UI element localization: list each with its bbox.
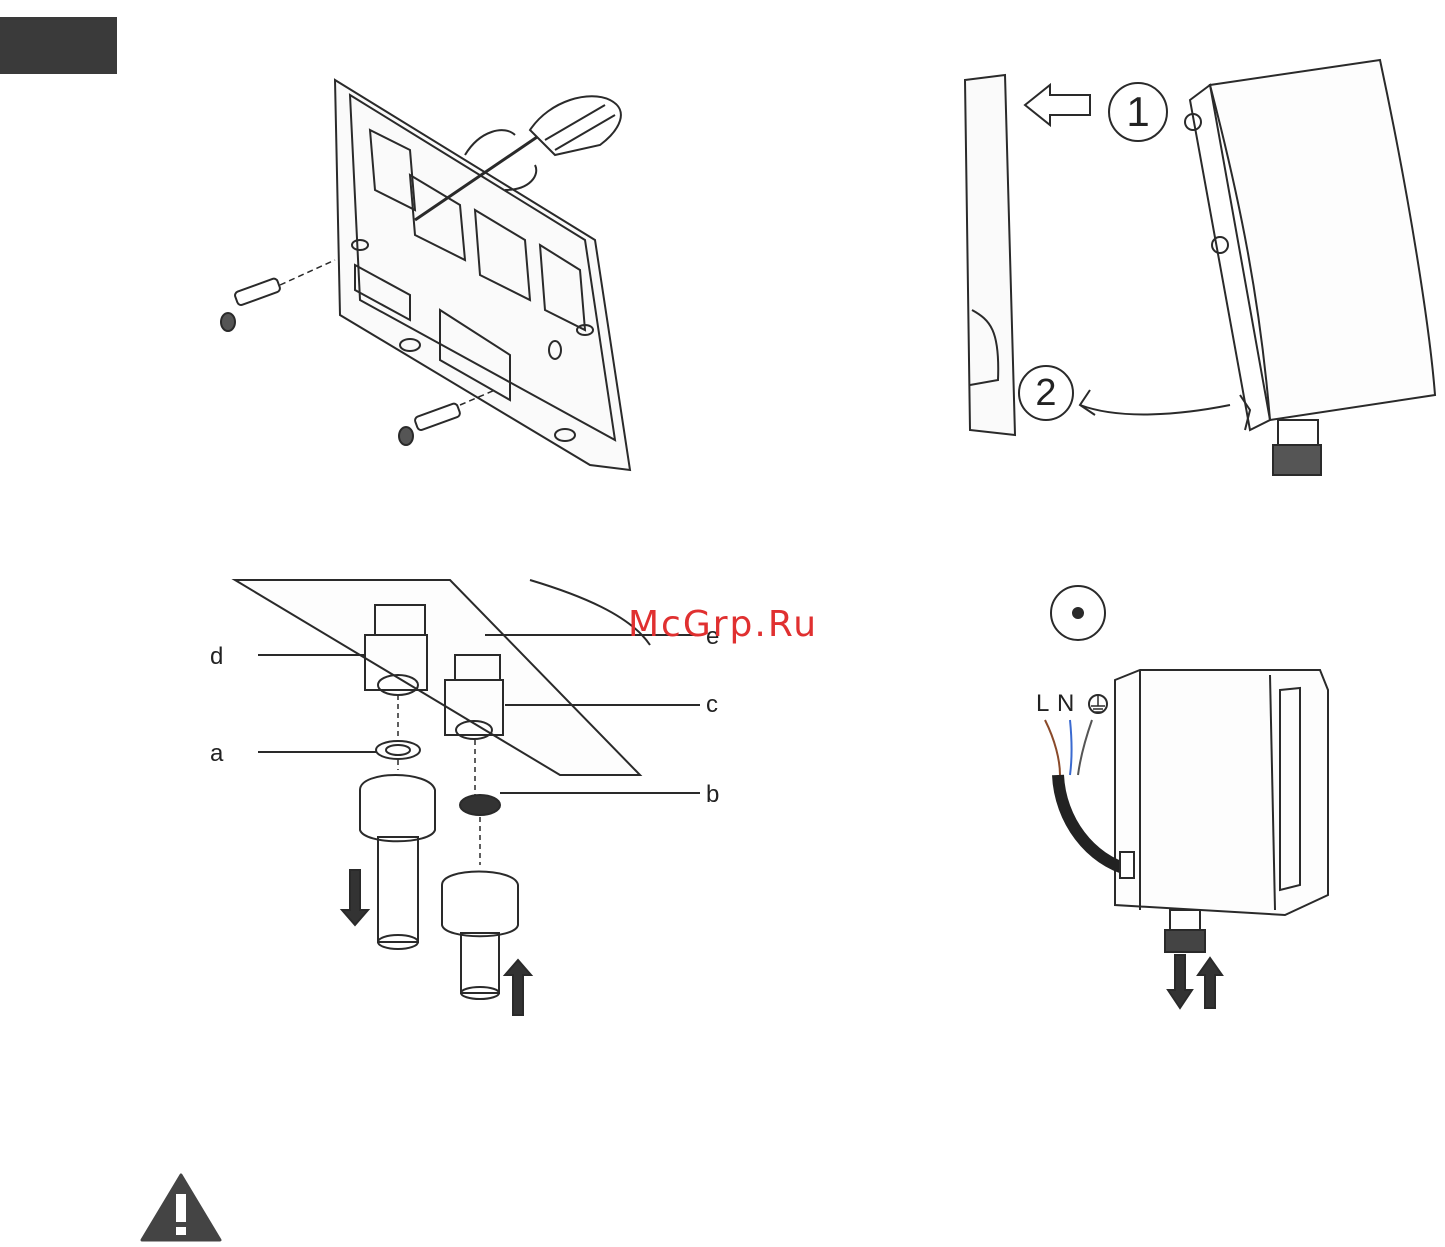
step-1-label: 1 bbox=[1126, 88, 1149, 135]
page-corner-tab bbox=[0, 17, 117, 74]
label-d: d bbox=[210, 645, 223, 669]
figure-mounting-plate bbox=[210, 70, 650, 490]
label-b: b bbox=[706, 783, 719, 807]
wire-label-n: N bbox=[1057, 692, 1074, 716]
protection-class-icon bbox=[1051, 586, 1105, 640]
ground-icon bbox=[1089, 695, 1107, 713]
label-a: a bbox=[210, 742, 223, 766]
figure-cover-removal: 1 2 bbox=[940, 50, 1440, 490]
figure-electrical-connection: L N bbox=[1030, 580, 1360, 1020]
watermark-text: McGrp.Ru bbox=[628, 604, 818, 645]
step-2-label: 2 bbox=[1035, 372, 1056, 414]
label-c: c bbox=[706, 693, 718, 717]
step-1-circle: 1 bbox=[1108, 82, 1168, 142]
wall-plug-upper bbox=[221, 260, 335, 331]
warning-icon bbox=[140, 1172, 222, 1247]
step-2-circle: 2 bbox=[1018, 365, 1074, 421]
wire-label-l: L bbox=[1036, 692, 1049, 716]
